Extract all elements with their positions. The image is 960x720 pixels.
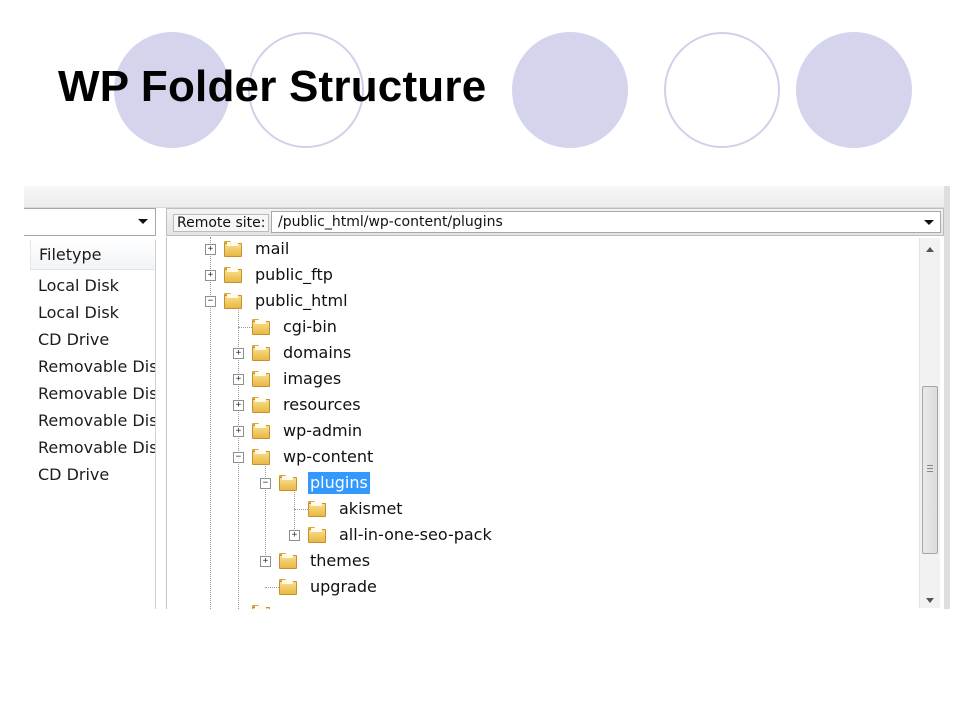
collapse-icon[interactable]: − xyxy=(260,478,271,489)
expand-icon[interactable]: + xyxy=(260,556,271,567)
expand-icon[interactable]: + xyxy=(233,374,244,385)
grip-icon xyxy=(927,471,933,472)
tree-guide-line xyxy=(294,509,312,510)
decorative-circle xyxy=(796,32,912,148)
local-file-list[interactable]: Filetype Local Disk Local Disk CD Drive … xyxy=(24,240,156,609)
tree-node-resources[interactable]: resources xyxy=(283,395,361,414)
folder-icon xyxy=(279,553,297,569)
tree-guide-line xyxy=(265,587,283,588)
list-item[interactable]: Local Disk xyxy=(38,303,119,322)
filetype-column-header[interactable]: Filetype xyxy=(30,240,155,270)
tree-guide-line xyxy=(294,481,295,539)
folder-icon xyxy=(279,579,297,595)
grip-icon xyxy=(927,468,933,469)
folder-icon xyxy=(252,345,270,361)
tree-guide-line xyxy=(210,237,211,609)
decorative-ring xyxy=(664,32,780,148)
decorative-ring xyxy=(248,32,364,148)
folder-icon xyxy=(252,449,270,465)
folder-icon xyxy=(252,605,270,609)
tree-node-akismet[interactable]: akismet xyxy=(339,499,403,518)
tree-node-public-html[interactable]: public_html xyxy=(255,291,348,310)
tree-node-plugins[interactable]: plugins xyxy=(308,472,370,494)
folder-icon xyxy=(252,423,270,439)
decorative-circle xyxy=(114,32,230,148)
folder-icon xyxy=(308,501,326,517)
list-item[interactable]: Removable Disk xyxy=(38,411,156,430)
scroll-up-icon[interactable] xyxy=(926,247,934,252)
tree-node-all-in-one-seo-pack[interactable]: all-in-one-seo-pack xyxy=(339,525,492,544)
expand-icon[interactable]: + xyxy=(205,270,216,281)
collapse-icon[interactable]: − xyxy=(233,452,244,463)
expand-icon[interactable]: + xyxy=(289,530,300,541)
remote-path-combo[interactable]: /public_html/wp-content/plugins xyxy=(271,211,941,233)
tree-node-public-ftp[interactable]: public_ftp xyxy=(255,265,333,284)
tree-node-mail[interactable]: mail xyxy=(255,239,290,258)
folder-icon xyxy=(224,267,242,283)
tree-node-upgrade[interactable]: upgrade xyxy=(310,577,377,596)
expand-icon[interactable]: + xyxy=(233,426,244,437)
remote-directory-tree[interactable]: + mail + public_ftp − public_html cgi-bi… xyxy=(166,237,944,609)
tree-guide-line xyxy=(265,455,266,567)
list-item[interactable]: CD Drive xyxy=(38,330,110,349)
collapse-icon[interactable]: − xyxy=(205,296,216,307)
vertical-scrollbar[interactable] xyxy=(919,238,940,608)
list-item[interactable]: Removable Disk xyxy=(38,384,156,403)
list-item[interactable]: Local Disk xyxy=(38,276,119,295)
chevron-down-icon[interactable] xyxy=(924,220,934,225)
toolbar-strip xyxy=(24,186,950,208)
folder-icon xyxy=(252,397,270,413)
folder-icon xyxy=(308,527,326,543)
list-item[interactable]: Removable Disk xyxy=(38,357,156,376)
scroll-down-icon[interactable] xyxy=(926,598,934,603)
remote-site-label: Remote site: xyxy=(173,214,270,232)
tree-node-images[interactable]: images xyxy=(283,369,342,388)
list-item[interactable]: Removable Disk xyxy=(38,438,156,457)
remote-path-value: /public_html/wp-content/plugins xyxy=(278,214,503,230)
folder-icon xyxy=(224,241,242,257)
folder-icon xyxy=(252,319,270,335)
ftp-client-screenshot: Filetype Local Disk Local Disk CD Drive … xyxy=(24,186,950,609)
list-item[interactable]: CD Drive xyxy=(38,465,110,484)
expand-icon[interactable]: + xyxy=(233,348,244,359)
tree-node-wp-content[interactable]: wp-content xyxy=(283,447,374,466)
tree-guide-line xyxy=(238,327,256,328)
folder-icon xyxy=(279,475,297,491)
tree-node-themes[interactable]: themes xyxy=(310,551,371,570)
window-edge xyxy=(944,186,950,609)
tree-node-wp-admin[interactable]: wp-admin xyxy=(283,421,363,440)
folder-icon xyxy=(252,371,270,387)
chevron-down-icon[interactable] xyxy=(138,219,148,224)
grip-icon xyxy=(927,465,933,466)
scrollbar-thumb[interactable] xyxy=(922,386,938,554)
slide-title: WP Folder Structure xyxy=(58,62,487,111)
expand-icon[interactable]: + xyxy=(205,244,216,255)
tree-node-domains[interactable]: domains xyxy=(283,343,352,362)
tree-node-cgi-bin[interactable]: cgi-bin xyxy=(283,317,337,336)
decorative-circle xyxy=(512,32,628,148)
expand-icon[interactable]: + xyxy=(233,400,244,411)
remote-site-bar: Remote site: /public_html/wp-content/plu… xyxy=(166,208,944,236)
folder-icon xyxy=(224,293,242,309)
local-path-combo[interactable] xyxy=(24,208,156,236)
